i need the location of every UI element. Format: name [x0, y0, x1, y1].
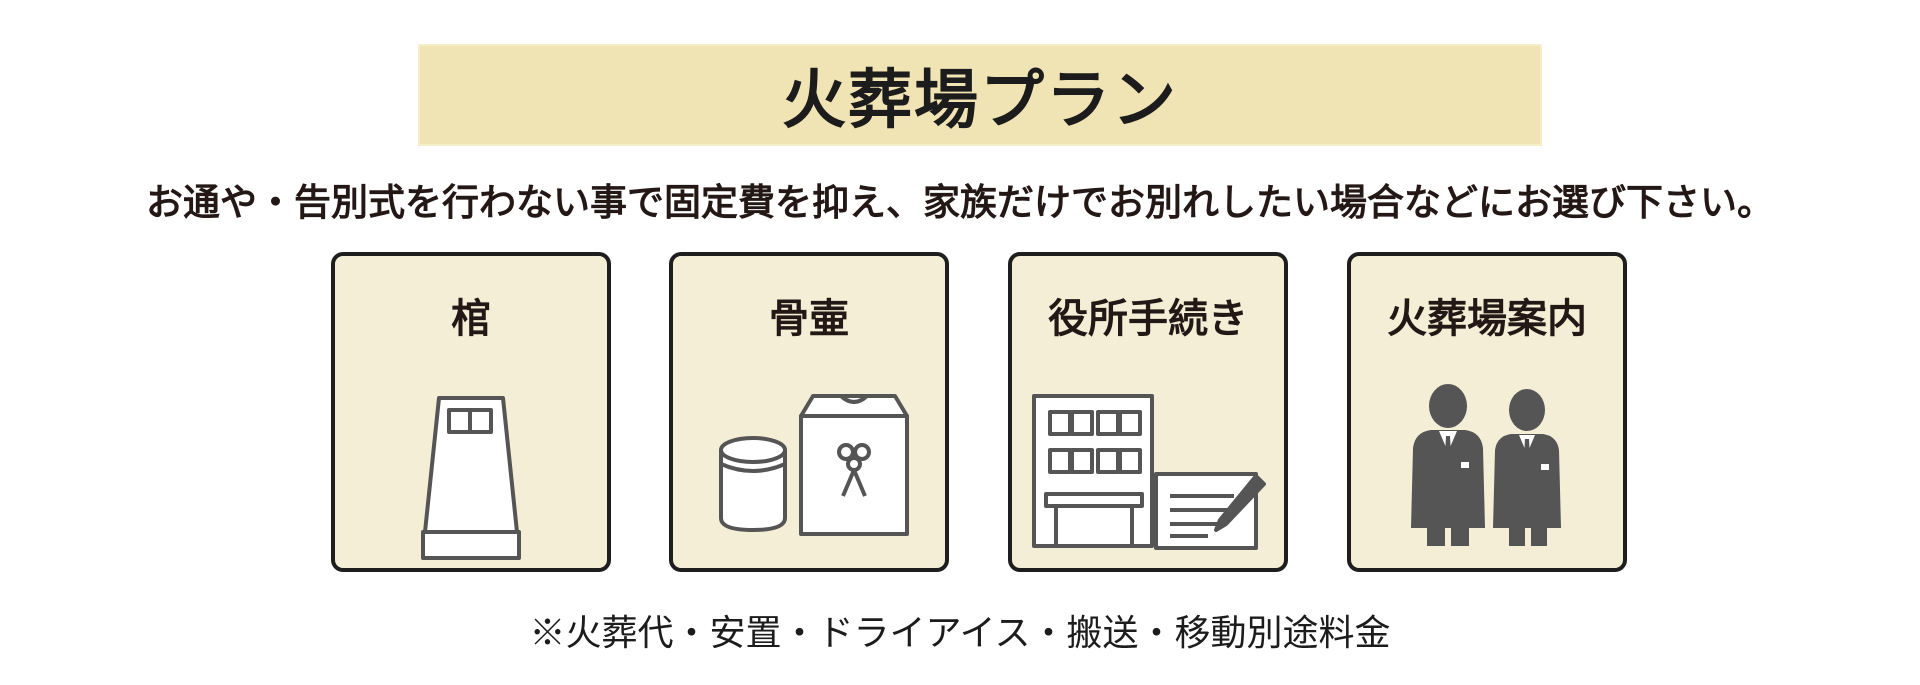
item-label-coffin: 棺: [451, 295, 491, 342]
item-card-office: 役所手続き: [1008, 252, 1288, 572]
item-card-guide: 火葬場案内: [1347, 252, 1627, 572]
extra-fee-note: ※火葬代・安置・ドライアイス・搬送・移動別途料金: [529, 613, 1391, 654]
plan-description: お通や・告別式を行わない事で固定費を抑え、家族だけでお別れしたい場合などにお選び…: [146, 180, 1774, 224]
item-label-office: 役所手続き: [1048, 295, 1248, 342]
item-card-urn: 骨壷: [669, 252, 949, 572]
plan-title-banner: 火葬場プラン: [418, 44, 1542, 146]
item-label-urn: 骨壷: [769, 295, 849, 342]
coffin-icon: [421, 396, 521, 560]
plan-title: 火葬場プラン: [782, 63, 1178, 138]
staff-guide-icon: [1411, 384, 1561, 546]
item-label-guide: 火葬場案内: [1387, 295, 1587, 342]
office-procedure-icon: [1032, 394, 1266, 550]
urn-icon: [719, 394, 909, 536]
item-card-coffin: 棺: [331, 252, 611, 572]
